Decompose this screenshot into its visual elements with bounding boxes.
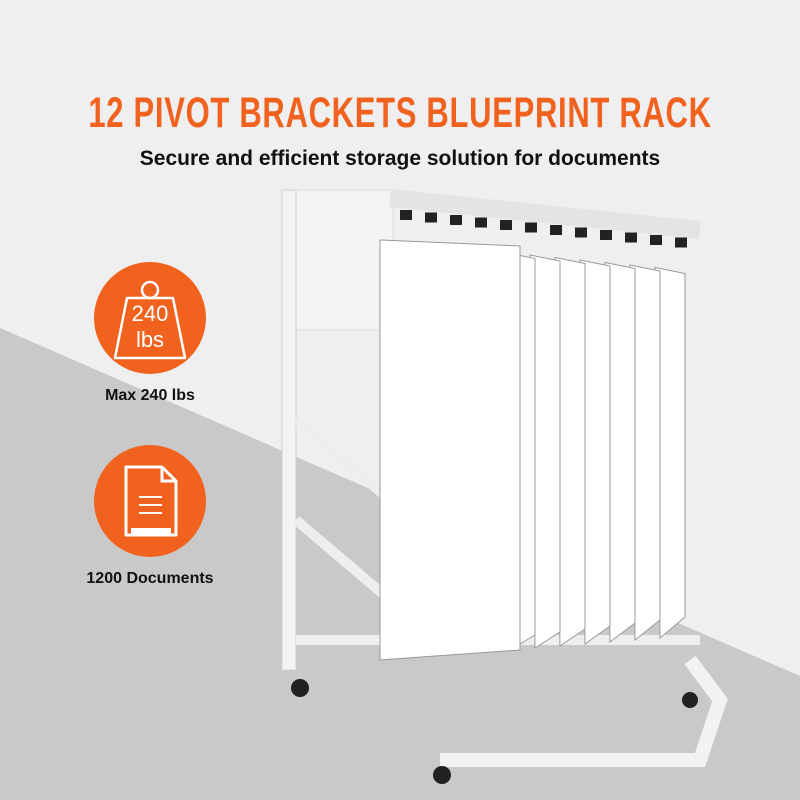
pivot-bracket: [475, 217, 487, 228]
feature-label: 1200 Documents: [86, 570, 214, 587]
pivot-bracket: [600, 230, 612, 240]
pivot-bracket: [550, 225, 562, 235]
feature-capacity: 1200 Documents: [60, 445, 240, 589]
weight-icon-number: 240: [131, 301, 169, 326]
weight-icon-unit: lbs: [135, 327, 165, 352]
page-subtitle: Secure and efficient storage solution fo…: [139, 147, 661, 170]
feature-label: Max 240 lbs: [105, 387, 195, 404]
page-title: 12 PIVOT BRACKETS BLUEPRINT RACK: [88, 89, 712, 137]
pivot-bracket: [400, 210, 412, 220]
pivot-bracket: [525, 222, 537, 233]
pivot-bracket: [425, 212, 437, 223]
weight-icon: 240 lbs: [94, 262, 206, 374]
pivot-bracket: [650, 235, 662, 245]
blueprint-sheet: [379, 239, 521, 661]
pivot-bracket: [500, 220, 512, 230]
pivot-bracket: [675, 237, 687, 248]
feature-max-load: 240 lbs Max 240 lbs: [60, 262, 240, 406]
document-icon: [94, 445, 206, 557]
pivot-bracket: [450, 215, 462, 225]
pivot-bracket: [625, 232, 637, 243]
pivot-bracket: [575, 227, 587, 238]
